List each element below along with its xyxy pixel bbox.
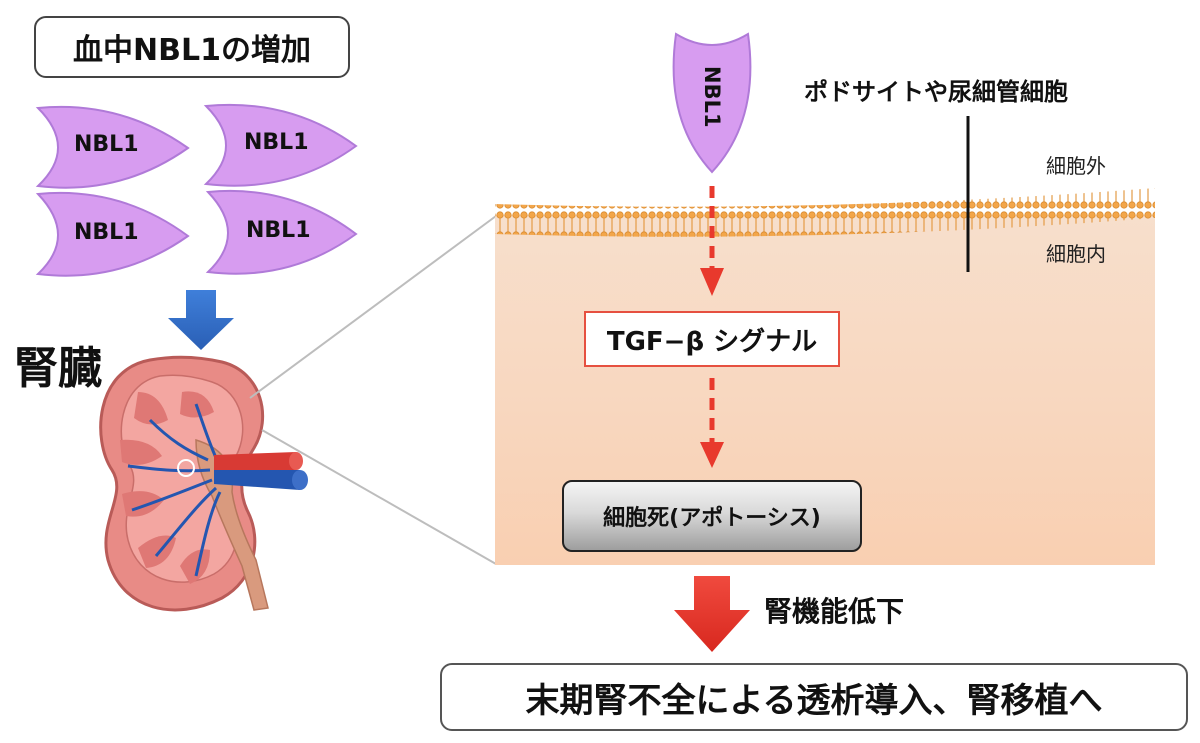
kidney-label: 腎臓 <box>14 343 102 394</box>
intracellular-label: 細胞内 <box>1046 242 1106 266</box>
nbl1-shape-2 <box>203 103 358 187</box>
tgf-beta-signal-box: TGF−β シグナル <box>584 311 840 367</box>
cell-type-label: ポドサイトや尿細管細胞 <box>804 78 1068 106</box>
nbl1-label-3: NBL1 <box>74 220 139 245</box>
nbl1-shape-4 <box>205 189 358 275</box>
cell-membrane <box>495 188 1155 237</box>
title-box: 血中NBL1の増加 <box>34 16 350 78</box>
tgf-beta-signal-text: TGF−β シグナル <box>606 326 818 357</box>
outcome-box: 末期腎不全による透析導入、腎移植へ <box>440 663 1188 731</box>
cell-death-text: 細胞死(アポトーシス) <box>603 506 821 531</box>
nbl1-shape-1 <box>35 105 190 189</box>
kidney-function-decline-label: 腎機能低下 <box>764 595 905 628</box>
title-text: 血中NBL1の増加 <box>73 33 311 68</box>
nbl1-label-2: NBL1 <box>244 130 309 155</box>
nbl1-label-1: NBL1 <box>74 132 139 157</box>
zoom-line-top <box>249 215 497 399</box>
dashed-arrow-2 <box>700 378 724 468</box>
extracellular-label: 細胞外 <box>1046 154 1106 178</box>
kidney-illustration <box>99 355 308 612</box>
cell-death-box: 細胞死(アポトーシス) <box>562 480 862 552</box>
nbl1-shape-3 <box>35 191 190 277</box>
blue-down-arrow <box>168 290 234 350</box>
zoom-line-bottom <box>261 429 497 565</box>
nbl1-label-4: NBL1 <box>246 218 311 243</box>
red-down-arrow <box>674 576 750 652</box>
dashed-arrow-1 <box>700 186 724 296</box>
outcome-text: 末期腎不全による透析導入、腎移植へ <box>525 680 1103 721</box>
nbl1-drop-shape <box>672 32 752 174</box>
nbl1-drop-label: NBL1 <box>700 66 724 128</box>
